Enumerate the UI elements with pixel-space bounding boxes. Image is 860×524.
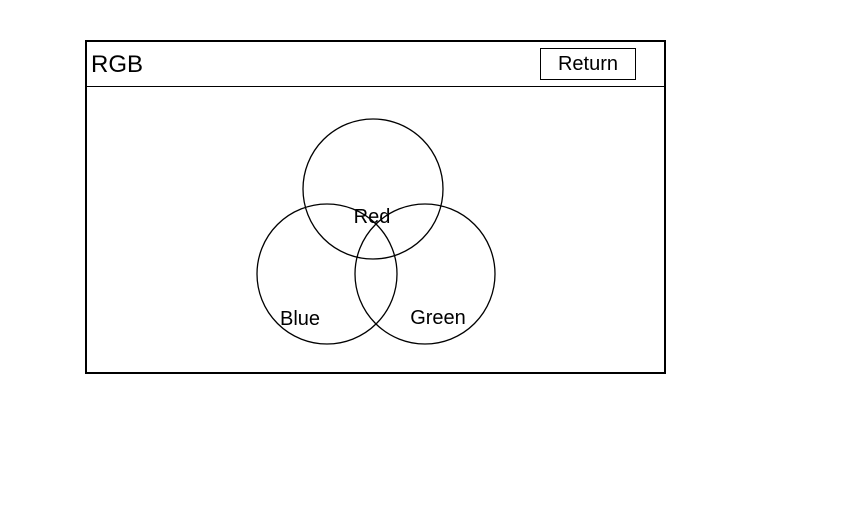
rgb-window: RGB Return Red Blue Green: [85, 40, 666, 374]
blue-circle-label: Blue: [280, 308, 320, 330]
green-circle-label: Green: [410, 307, 466, 329]
blue-circle: [256, 203, 398, 345]
venn-diagram: Red Blue Green: [256, 118, 496, 345]
window-title: RGB: [91, 51, 144, 78]
return-button[interactable]: Return: [540, 48, 636, 80]
red-circle-label: Red: [354, 206, 391, 228]
green-circle: [354, 203, 496, 345]
title-bar: RGB Return: [87, 42, 664, 87]
red-circle: [302, 118, 444, 260]
